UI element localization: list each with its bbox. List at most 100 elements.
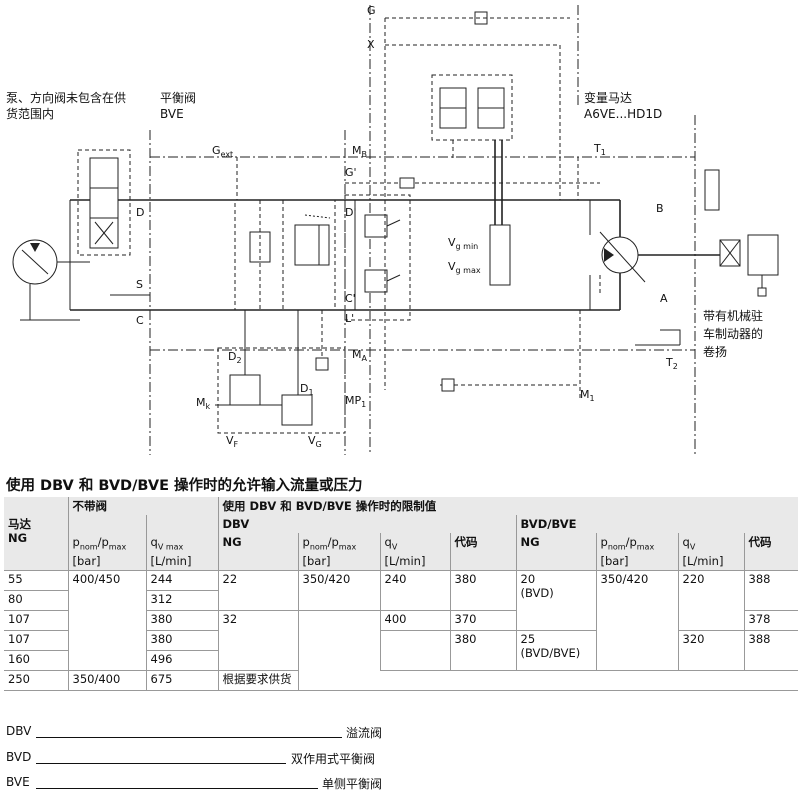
cell-qv: 380 — [145, 610, 218, 632]
label-D1: D1 — [300, 382, 314, 397]
label-motor-1: 变量马达 — [584, 90, 632, 105]
cell-dbv-code: 370 — [449, 610, 516, 632]
legend-desc: 双作用式平衡阀 — [291, 752, 376, 766]
table-title: 使用 DBV 和 BVD/BVE 操作时的允许输入流量或压力 — [6, 478, 363, 494]
cell-bvd-code: 388 — [743, 630, 799, 671]
cell-dbv-ng: 32 — [217, 610, 298, 671]
bve-spring — [304, 214, 331, 219]
label-winch-1: 带有机械驻 — [703, 308, 763, 323]
label-winch-2: 车制动器的 — [703, 326, 763, 341]
cell-qv: 675 — [145, 670, 218, 692]
valve-pilot-box — [77, 149, 131, 256]
cell-bvd-q: 220 — [677, 570, 744, 632]
cell-pnom: 400/450 — [67, 570, 146, 671]
cell-qv: 380 — [145, 630, 218, 652]
counterbalance-valve-1 — [294, 224, 320, 266]
label-bve-2: BVE — [160, 107, 184, 121]
mp1-box — [315, 357, 329, 371]
cell-dbv-q: 240 — [379, 570, 450, 612]
cell-dbv-code: 380 — [449, 630, 516, 671]
brake-housing — [704, 169, 720, 211]
label-L-prime: L' — [345, 312, 354, 325]
th-pnom: pnom/pmax[bar] — [67, 515, 146, 571]
legend-rule — [36, 788, 318, 789]
cell-bvd-code: 388 — [743, 570, 799, 612]
legend-rule — [36, 763, 286, 764]
cell-bvd-ng: 20(BVD) — [515, 570, 596, 632]
cell-dbv-p: 350/420 — [297, 570, 380, 612]
label-Mk: Mk — [196, 396, 211, 411]
th-no-valve: 不带阀 — [67, 497, 218, 515]
label-motor-2: A6VE...HD1D — [584, 107, 662, 121]
hydraulic-schematic: 泵、方向阀未包含在供 货范围内 平衡阀 BVE 变量马达 A6VE...HD1D… — [6, 4, 779, 455]
th-dbv-q: qV[L/min] — [379, 533, 450, 571]
label-MP1: MP1 — [345, 394, 366, 409]
label-MB: MB — [352, 144, 367, 159]
cell-dbv-ng: 22 — [217, 570, 298, 612]
legend-abbr: BVD — [6, 750, 32, 764]
label-C: C — [136, 314, 144, 327]
label-D2: D2 — [228, 350, 242, 365]
label-pump-note-2: 货范围内 — [6, 106, 54, 121]
label-C-prime: C' — [345, 292, 356, 305]
legend-rule — [36, 737, 342, 738]
cell-ng: 160 — [4, 650, 68, 671]
label-G-prime: G' — [345, 166, 357, 179]
pump-arrow — [21, 249, 49, 275]
th-dbv-code: 代码 — [449, 533, 516, 571]
label-bve-1: 平衡阀 — [160, 91, 196, 105]
control-frame — [431, 74, 513, 141]
relief-valve-lower — [364, 269, 388, 293]
table-row: 160 496 — [4, 650, 798, 671]
th-bvd-q: qV[L/min] — [677, 533, 744, 571]
m1-box — [441, 378, 455, 392]
cell-dbv-q-empty — [379, 630, 450, 671]
label-D-prime: D' — [345, 206, 357, 219]
relief-spring-1 — [386, 219, 401, 227]
label-pump-note-1: 泵、方向阀未包含在供 — [6, 90, 126, 105]
legend-desc: 溢流阀 — [346, 726, 383, 740]
cell-bvd-ng: 25(BVD/BVE) — [515, 630, 596, 671]
label-Vgmin: Vg min — [448, 236, 478, 251]
table-row: 55 400/450 244 22 350/420 240 380 20(BVD… — [4, 570, 799, 671]
label-VG: VG — [308, 434, 322, 449]
label-A: A — [660, 292, 668, 305]
legend-abbr: DBV — [6, 724, 32, 738]
table-row: 107 380 32 400 370 378 — [4, 610, 799, 691]
motor-triangle — [604, 248, 614, 262]
label-B: B — [656, 202, 664, 215]
cell-dbv-code: 380 — [449, 570, 516, 612]
cell-qv: 312 — [145, 590, 218, 612]
cell-dbv-q: 400 — [379, 610, 450, 632]
label-S: S — [136, 278, 143, 291]
table-row: 250 350/400 675 根据要求供货 — [4, 670, 799, 692]
winch-drum — [747, 234, 779, 276]
cell-note: 根据要求供货 — [217, 670, 799, 692]
cell-ng: 107 — [4, 630, 68, 651]
cell-ng: 55 — [4, 570, 68, 591]
table-row: 80 312 — [4, 590, 798, 612]
bve-block — [234, 199, 336, 311]
th-bvd-ng: NG — [515, 533, 596, 571]
th-dbv-ng: NG — [217, 533, 298, 571]
directional-valve — [89, 157, 119, 249]
relief-spring-2 — [386, 274, 401, 282]
cell-bvd-p: 350/420 — [595, 570, 678, 671]
displacement-piston — [489, 224, 511, 286]
th-with-valves: 使用 DBV 和 BVD/BVE 操作时的限制值 — [217, 497, 799, 515]
label-Vgmax: Vg max — [448, 260, 481, 275]
cell-ng: 80 — [4, 590, 68, 611]
winch-hook — [757, 287, 767, 297]
legend-dbv: DBV 溢流阀 — [6, 724, 796, 740]
table-row: 107 380 380 25(BVD/BVE) 320 388 — [4, 630, 799, 671]
counterbalance-valve-2 — [318, 224, 330, 266]
th-bvd-bve: BVD/BVE — [515, 515, 799, 533]
bvd-dashed-frame — [217, 347, 346, 434]
cell-pnom: 350/400 — [67, 670, 146, 692]
cell-qv: 496 — [145, 650, 218, 671]
relief-dashed-frame — [344, 194, 411, 321]
label-T1: T1 — [593, 142, 606, 157]
label-Gext: Gext — [212, 144, 233, 159]
